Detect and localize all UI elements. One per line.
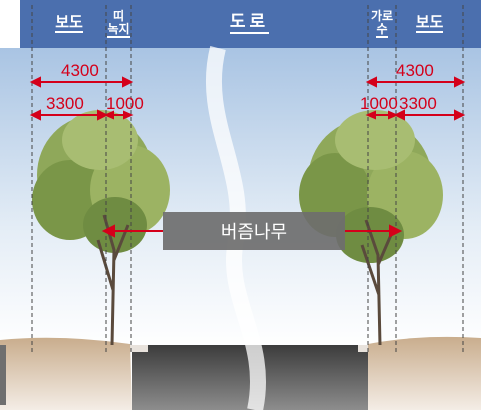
sidewalk-right-ground [368,336,481,410]
header-sidewalk-right: 보도 [415,13,444,33]
header-band [20,0,481,48]
left-tree [32,110,170,346]
dimension-left-total: 4300 [61,61,99,80]
dimension-left-sidewalk: 3300 [46,94,84,113]
dimension-right-total: 4300 [396,61,434,80]
dimension-arrows [29,76,466,238]
guide-lines [31,5,464,352]
dimension-right-sidewalk: 3300 [399,94,437,113]
header-green-strip: 띠 녹지 [106,0,131,48]
dimension-right-strip: 1000 [360,94,398,113]
sidewalk-left-ground [0,337,132,410]
header-sidewalk-left: 보도 [55,13,83,33]
dimension-left-strip: 1000 [106,94,144,113]
header-road: 도로 [229,12,270,34]
tree-species-label: 버즘나무 [163,212,345,250]
header-street-tree: 가로 수 [368,0,396,48]
